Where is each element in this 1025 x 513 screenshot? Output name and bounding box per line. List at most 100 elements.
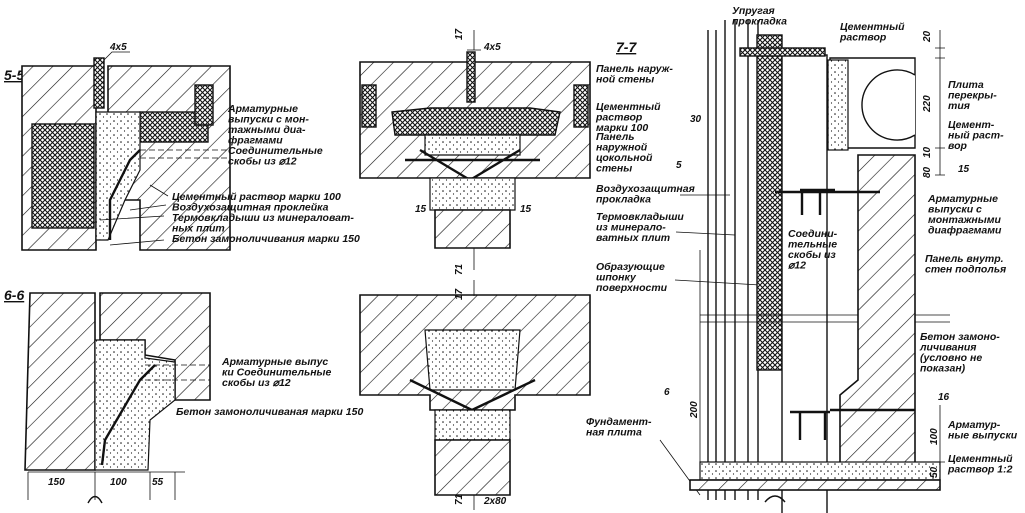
section-junction-top: 17 71 4x5 15 15 [359,28,591,275]
leaders [99,184,169,246]
dim-30: 30 [690,114,702,125]
dim-220: 220 [922,95,933,113]
section-label-7-7: 7-7 [616,39,637,55]
note-line: ная плита [586,427,642,439]
rebar [145,364,210,381]
cut-label: 17 [454,28,465,40]
note-inner-panel: Панель внутр.стен подполья [925,253,1006,276]
note-rebar-2: Арматур-ные выпуски [947,419,1018,442]
note-line: стен подполья [925,264,1006,276]
note-line: Панель [596,131,634,143]
note-line: прокладка [596,194,651,206]
cut-lines [467,30,481,270]
monolith-concrete [424,134,521,156]
note-line: Воздухозащитная [596,183,695,195]
axis-mark [87,495,103,504]
thermal-insert [31,123,95,229]
cut-5: 5 [676,160,682,171]
note-line: цокольной [596,152,653,164]
note-foundation: Фундамент-ная плита [586,416,652,439]
axis-mark [764,495,786,503]
dim-100: 100 [110,477,127,488]
dim-50: 50 [929,466,940,478]
note-line: Арматур- [947,419,1001,431]
monolith-concrete [434,409,511,441]
monolith-concrete [94,339,176,471]
note-line: скобы из ⌀12 [228,156,297,168]
section-junction-bottom: 17 71 2x80 [359,280,591,510]
note-line: Фундамент- [586,416,652,428]
elastic-gasket [739,47,826,57]
note-line: поверхности [596,282,668,294]
note-line: Образующие [596,261,665,273]
inner-basement-panel [839,154,916,481]
note-line: Соединительные [228,145,323,157]
dim-bottom: 2x80 [483,496,507,507]
cut-label: 17 [454,288,465,300]
dim-200: 200 [689,401,700,419]
note-line: Арматурные [927,193,998,205]
note-line: Плита [948,79,984,91]
note-line: Термовкладыши из минераловат- [172,212,354,224]
note-line: скобы из [788,249,836,261]
joint-seal [466,51,476,103]
dim-100: 100 [929,428,940,445]
note-line: Арматурные [227,103,298,115]
cut-label: 71 [454,493,465,505]
dim-10: 10 [922,146,933,158]
panel-layers [707,20,759,500]
mortar [827,59,849,151]
note-line: Цементный [840,21,905,33]
note-line: Воздухозащитная проклейка [172,202,329,214]
note-line: марки 100 [596,122,648,134]
note-line: раствор [839,32,887,44]
monolith-concrete [429,177,516,211]
note-line: Цемент- [948,119,995,131]
note-line: раствор 1:2 [947,464,1013,476]
dim-gap: 4x5 [483,42,501,53]
note-line: Цементный раствор марки 100 [172,191,341,203]
note-line: скобы из ⌀12 [222,377,291,389]
inner-wall [434,439,511,496]
note-outer-panel: Панель наруж-ной стены [596,63,673,86]
note-line: перекры- [948,90,997,102]
thermal-insert [756,34,783,371]
note-concrete: Бетон замоноличиваная марки 150 [176,406,363,418]
dim-55: 55 [152,477,164,488]
cut-16: 16 [938,392,950,403]
note-line: Панель внутр. [925,253,1004,265]
thermal-insert [194,84,214,126]
note-line: ных плит [172,223,225,235]
note-line: прокладка [732,16,787,28]
note-line: личивания [919,342,976,354]
thermal-insert [391,107,561,136]
note-line: показан) [920,363,966,375]
note-line: Арматурные выпус [221,356,328,368]
note-line: ные выпуски [948,430,1018,442]
thermal-insert [573,84,589,128]
note-line: ватных плит [596,232,670,244]
thermal-insert [361,84,377,128]
note-line: тажными диа- [228,124,306,136]
dim-gap: 4x5 [109,42,127,53]
outer-panel [24,292,96,471]
dim-80: 80 [922,166,933,178]
section-label-6-6: 6-6 [4,287,24,303]
brackets [790,188,835,440]
cut-6: 6 [664,387,670,398]
note-line: раствор [595,112,643,124]
